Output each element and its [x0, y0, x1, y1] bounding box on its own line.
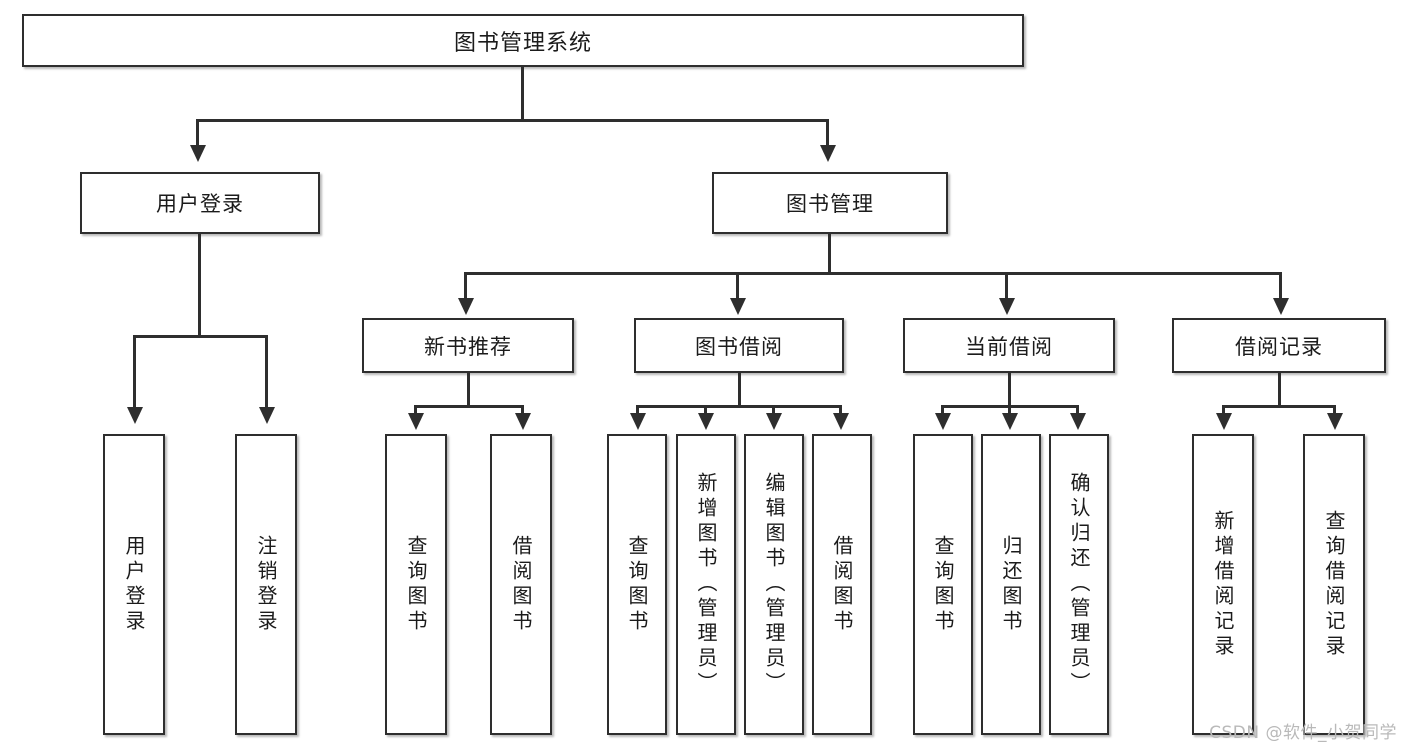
- arrow-to-borrow-record: [1273, 298, 1289, 315]
- connector-bm-drop-2: [736, 272, 739, 298]
- node-current-borrow[interactable]: 当前借阅: [903, 318, 1115, 373]
- connector-nbr-drop-2: [521, 405, 524, 413]
- arrow-to-leaf-query-book-3: [935, 413, 951, 430]
- connector-user-login-bus: [133, 335, 268, 338]
- connector-bb-stem: [738, 373, 741, 405]
- connector-bb-drop-4: [839, 405, 842, 413]
- leaf-user-login[interactable]: 用户登录: [103, 434, 165, 735]
- connector-bm-drop-4: [1279, 272, 1282, 298]
- connector-nbr-stem: [467, 373, 470, 405]
- node-label: 用户登录: [156, 192, 244, 216]
- connector-bb-bus: [636, 405, 842, 408]
- node-label: 新增图书（管理员）: [694, 472, 718, 697]
- leaf-query-book-current[interactable]: 查询图书: [913, 434, 973, 735]
- node-label: 归还图书: [999, 534, 1023, 635]
- connector-book-management-bus: [464, 272, 1282, 275]
- node-label: 当前借阅: [965, 334, 1053, 359]
- node-label: 图书管理: [786, 192, 874, 216]
- connector-br-drop-1: [1222, 405, 1225, 413]
- node-label: 查询图书: [931, 534, 955, 635]
- node-label: 确认归还（管理员）: [1067, 472, 1091, 697]
- connector-book-management-stem: [828, 234, 831, 272]
- arrow-to-leaf-return-book: [1002, 413, 1018, 430]
- connector-br-drop-2: [1333, 405, 1336, 413]
- connector-br-stem: [1278, 373, 1281, 405]
- leaf-edit-book-admin[interactable]: 编辑图书（管理员）: [744, 434, 804, 735]
- arrow-to-leaf-confirm-return: [1070, 413, 1086, 430]
- node-label: 编辑图书（管理员）: [762, 472, 786, 697]
- node-label: 注销登录: [254, 534, 278, 635]
- node-label: 图书借阅: [695, 334, 783, 359]
- arrow-to-leaf-add-book: [698, 413, 714, 430]
- connector-cb-stem: [1008, 373, 1011, 405]
- arrow-to-leaf-query-book-2: [630, 413, 646, 430]
- node-book-management[interactable]: 图书管理: [712, 172, 948, 234]
- leaf-add-book-admin[interactable]: 新增图书（管理员）: [676, 434, 736, 735]
- connector-root-drop-right: [826, 119, 829, 145]
- node-label: 借阅图书: [509, 534, 533, 635]
- leaf-query-borrow-record[interactable]: 查询借阅记录: [1303, 434, 1365, 735]
- arrow-to-book-borrow: [730, 298, 746, 315]
- connector-user-login-drop-1: [133, 335, 136, 407]
- node-label: 新书推荐: [424, 334, 512, 359]
- arrow-to-leaf-borrow-book-1: [515, 413, 531, 430]
- node-label: 新增借阅记录: [1211, 509, 1235, 660]
- node-new-book-recommend[interactable]: 新书推荐: [362, 318, 574, 373]
- node-book-borrow[interactable]: 图书借阅: [634, 318, 844, 373]
- connector-nbr-drop-1: [414, 405, 417, 413]
- arrow-to-leaf-logout: [259, 407, 275, 424]
- node-root-library-system[interactable]: 图书管理系统: [22, 14, 1024, 67]
- node-label: 查询借阅记录: [1322, 509, 1346, 660]
- connector-nbr-bus: [414, 405, 524, 408]
- leaf-borrow-book-recommend[interactable]: 借阅图书: [490, 434, 552, 735]
- node-label: 查询图书: [404, 534, 428, 635]
- connector-cb-drop-1: [941, 405, 944, 413]
- node-user-login[interactable]: 用户登录: [80, 172, 320, 234]
- node-label: 借阅记录: [1235, 334, 1323, 359]
- arrow-to-leaf-add-record: [1216, 413, 1232, 430]
- connector-user-login-drop-2: [265, 335, 268, 407]
- connector-cb-drop-3: [1076, 405, 1079, 413]
- arrow-to-leaf-query-book-1: [408, 413, 424, 430]
- node-label: 图书管理系统: [453, 30, 592, 56]
- arrow-to-leaf-user-login: [127, 407, 143, 424]
- arrow-to-leaf-edit-book: [766, 413, 782, 430]
- connector-root-bus: [196, 119, 828, 122]
- connector-br-bus: [1222, 405, 1336, 408]
- arrow-to-current-borrow: [999, 298, 1015, 315]
- connector-root-stem: [521, 67, 524, 119]
- node-label: 用户登录: [122, 534, 146, 635]
- node-borrow-record[interactable]: 借阅记录: [1172, 318, 1386, 373]
- leaf-query-book-borrow[interactable]: 查询图书: [607, 434, 667, 735]
- leaf-logout[interactable]: 注销登录: [235, 434, 297, 735]
- connector-root-drop-left: [196, 119, 199, 145]
- leaf-confirm-return-admin[interactable]: 确认归还（管理员）: [1049, 434, 1109, 735]
- arrow-to-new-book-recommend: [458, 298, 474, 315]
- arrow-to-leaf-borrow-book-2: [833, 413, 849, 430]
- arrow-to-user-login: [190, 145, 206, 162]
- connector-bb-drop-1: [636, 405, 639, 413]
- arrow-to-leaf-query-record: [1327, 413, 1343, 430]
- leaf-return-book[interactable]: 归还图书: [981, 434, 1041, 735]
- node-label: 借阅图书: [830, 534, 854, 635]
- connector-bb-drop-2: [704, 405, 707, 413]
- leaf-add-borrow-record[interactable]: 新增借阅记录: [1192, 434, 1254, 735]
- node-label: 查询图书: [625, 534, 649, 635]
- leaf-borrow-book[interactable]: 借阅图书: [812, 434, 872, 735]
- leaf-query-book-recommend[interactable]: 查询图书: [385, 434, 447, 735]
- connector-user-login-stem: [198, 234, 201, 335]
- arrow-to-book-management: [820, 145, 836, 162]
- connector-cb-drop-2: [1008, 405, 1011, 413]
- connector-bm-drop-3: [1005, 272, 1008, 298]
- connector-bm-drop-1: [464, 272, 467, 298]
- connector-bb-drop-3: [772, 405, 775, 413]
